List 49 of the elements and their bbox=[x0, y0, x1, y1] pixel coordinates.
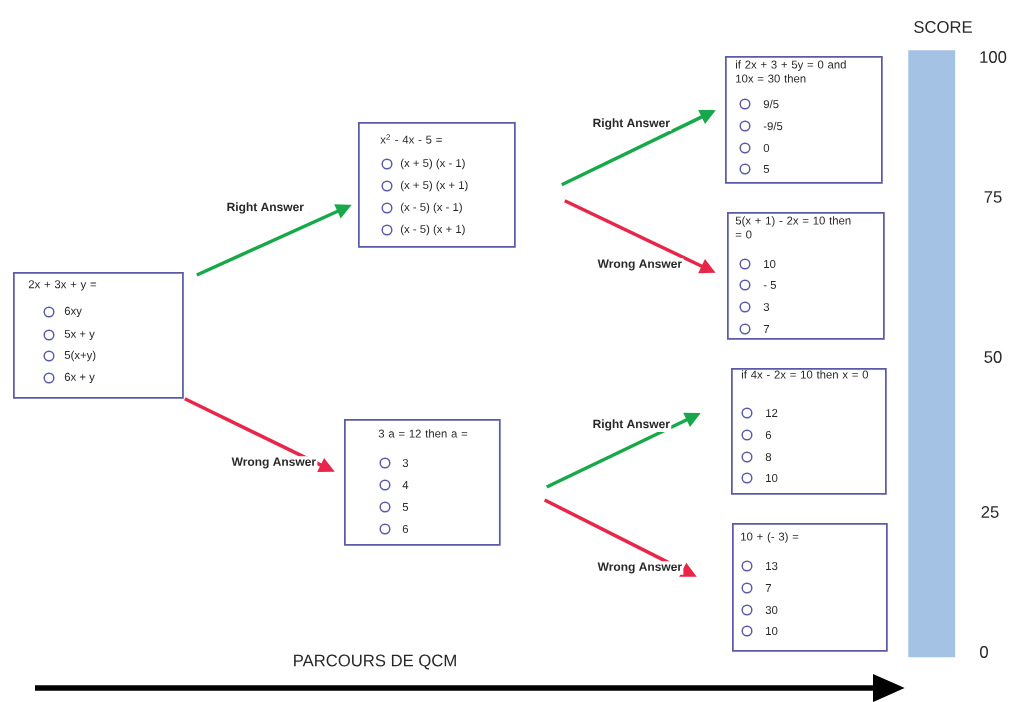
option-text: 10 bbox=[764, 260, 776, 268]
option-text: 12 bbox=[766, 409, 778, 417]
option-text: (x - 5) (x - 1) bbox=[401, 202, 462, 214]
score-bar bbox=[908, 50, 956, 658]
edge-label: Wrong Answer bbox=[230, 456, 318, 470]
question-text: 5(x + 1) - 2x = 10 then = 0 bbox=[735, 216, 851, 239]
option-text: 0 bbox=[763, 144, 770, 152]
question-text: 2x + 3x + y = bbox=[28, 280, 97, 291]
option-text: 7 bbox=[765, 584, 771, 592]
option-text: -9/5 bbox=[763, 121, 783, 131]
option-text: 4 bbox=[402, 481, 409, 489]
option-text: - 5 bbox=[763, 281, 776, 289]
edge-label: Right Answer bbox=[225, 201, 306, 215]
option-text: 10 bbox=[766, 627, 778, 635]
question-text: if 4x - 2x = 10 then x = 0 bbox=[742, 370, 869, 379]
question-text: 3 a = 12 then a = bbox=[378, 429, 468, 438]
option-text: 5(x+y) bbox=[64, 350, 96, 362]
option-text: 10 bbox=[766, 474, 778, 482]
option-text: 3 bbox=[763, 303, 770, 311]
tick-label: 25 bbox=[981, 506, 999, 518]
edge-label: Wrong Answer bbox=[596, 258, 684, 272]
option-text: 6 bbox=[765, 431, 772, 439]
edge-label: Right Answer bbox=[591, 117, 672, 131]
option-text: 30 bbox=[765, 606, 778, 614]
option-text: 7 bbox=[763, 325, 769, 333]
option-text: 5 bbox=[402, 503, 409, 511]
tick-label: 100 bbox=[980, 51, 1007, 63]
option-text: 6xy bbox=[64, 306, 82, 318]
question-text: 10 + (- 3) = bbox=[741, 532, 799, 543]
tick-label: 50 bbox=[984, 351, 1002, 363]
option-text: 5x + y bbox=[64, 329, 95, 341]
axis-title: SCORE bbox=[914, 21, 972, 33]
edge-label: Right Answer bbox=[591, 418, 672, 432]
option-text: 6x + y bbox=[64, 372, 95, 384]
option-text: (x + 5) (x + 1) bbox=[401, 180, 468, 192]
tick-label: 0 bbox=[980, 646, 988, 658]
option-text: 3 bbox=[402, 459, 409, 467]
option-text: (x - 5) (x + 1) bbox=[401, 224, 465, 236]
option-text: 9/5 bbox=[763, 99, 779, 109]
question-text: if 2x + 3 + 5y = 0 and 10x = 30 then bbox=[736, 60, 846, 83]
edge-label: Wrong Answer bbox=[596, 561, 684, 575]
option-text: 5 bbox=[763, 165, 770, 173]
option-text: 8 bbox=[765, 453, 772, 461]
axis-caption: PARCOURS DE QCM bbox=[294, 654, 456, 670]
tick-label: 75 bbox=[984, 191, 1002, 203]
option-text: 6 bbox=[402, 525, 409, 533]
option-text: (x + 5) (x - 1) bbox=[401, 158, 465, 170]
question-text: x$^{2}$ - 4x - 5 = bbox=[380, 134, 442, 144]
option-text: 13 bbox=[766, 562, 778, 570]
